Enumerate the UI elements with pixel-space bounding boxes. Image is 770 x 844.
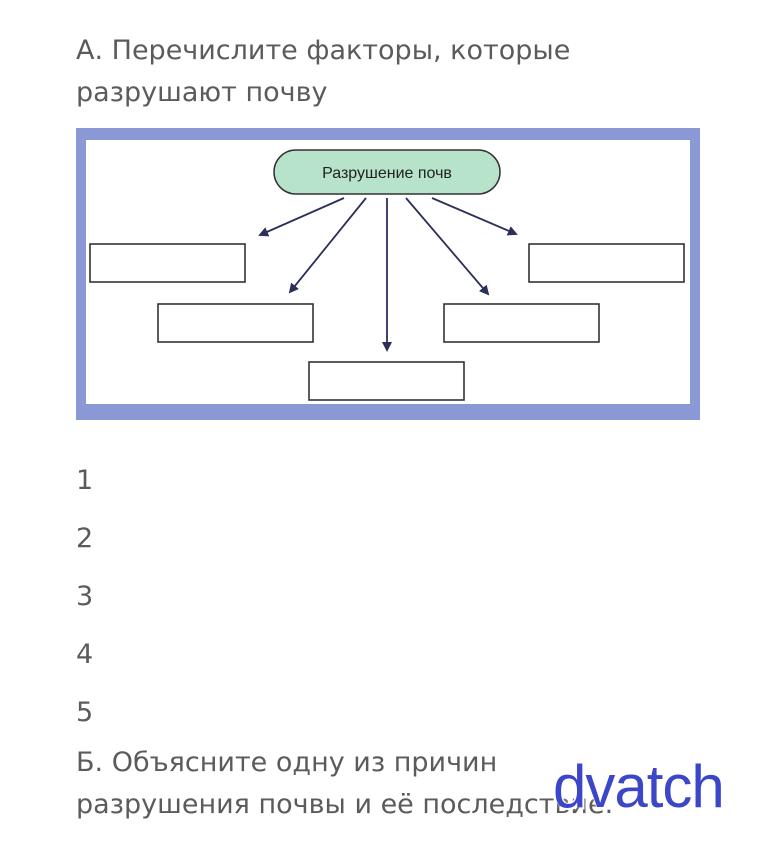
soil-destruction-diagram: Разрушение почв [76, 128, 700, 420]
answer-number: 4 [76, 639, 94, 670]
arrow-5 [431, 197, 518, 236]
answer-number: 3 [76, 581, 94, 612]
arrow-1 [258, 197, 345, 237]
question-a-line1: А. Перечислите факторы, которые [76, 35, 571, 66]
answer-number: 1 [76, 465, 94, 496]
answer-number: 2 [76, 523, 94, 554]
answer-box-1 [89, 243, 246, 283]
answer-box-2 [157, 303, 314, 343]
question-b: Б. Объясните одну из причин разрушения п… [76, 742, 696, 826]
watermark-logo: dvatch [553, 753, 725, 820]
answer-box-3 [308, 361, 465, 401]
answer-box-4 [443, 303, 600, 343]
arrow-2 [288, 197, 367, 294]
answer-box-5 [528, 243, 685, 283]
arrow-4 [405, 197, 490, 296]
question-b-line1: Б. Объясните одну из причин [76, 747, 498, 778]
question-a: А. Перечислите факторы, которые разрушаю… [76, 30, 696, 114]
center-node-label: Разрушение почв [322, 165, 452, 182]
question-a-line2: разрушают почву [76, 77, 328, 108]
center-node [273, 149, 501, 195]
answer-list: 1 2 3 4 5 [76, 452, 93, 742]
question-b-line2: разрушения почвы и её последствие. [76, 789, 614, 820]
answer-number: 5 [76, 697, 94, 728]
